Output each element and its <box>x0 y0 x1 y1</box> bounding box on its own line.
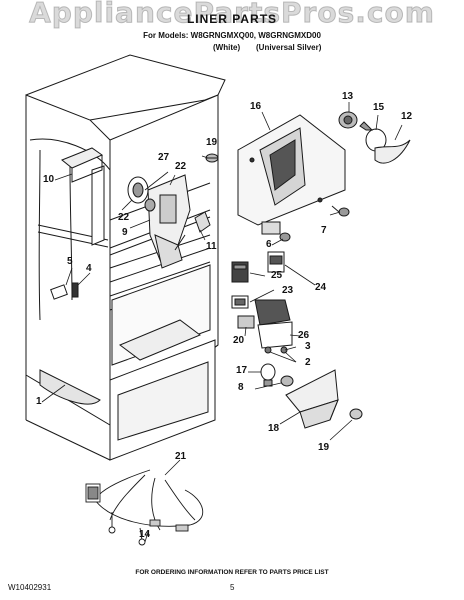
part-7-screw <box>331 205 350 217</box>
part-27-thermostat <box>127 176 156 212</box>
callout-4: 4 <box>86 263 92 274</box>
callout-22-bottom: 22 <box>118 212 130 223</box>
callout-13: 13 <box>342 91 354 102</box>
callout-2: 2 <box>305 357 311 368</box>
callout-25: 25 <box>271 270 283 281</box>
part-10-bracket <box>61 147 104 183</box>
callout-23: 23 <box>282 285 294 296</box>
callout-7: 7 <box>321 225 327 236</box>
part-26-assembly <box>254 299 293 354</box>
part-23-part <box>231 295 249 309</box>
callout-27: 27 <box>158 152 170 163</box>
callout-19-top: 19 <box>206 137 218 148</box>
part-18-tray <box>285 369 339 429</box>
model-numbers: For Models: W8GRNGMXQ00, W8GRNGMXD00 <box>143 31 321 40</box>
part-17-lamp <box>260 363 294 387</box>
callout-1: 1 <box>36 396 42 407</box>
page-number: 5 <box>230 583 235 592</box>
callout-20: 20 <box>233 335 245 346</box>
callout-22-top: 22 <box>175 161 187 172</box>
callout-15: 15 <box>373 102 385 113</box>
callout-9: 9 <box>122 227 128 238</box>
parts-13-15-12-light <box>338 111 411 164</box>
callout-12: 12 <box>401 111 413 122</box>
callout-3: 3 <box>305 341 311 352</box>
part-20-part <box>237 315 255 329</box>
part-4 <box>71 282 79 298</box>
page-title: LINER PARTS <box>186 12 278 26</box>
callout-26: 26 <box>298 330 310 341</box>
callout-10: 10 <box>43 174 55 185</box>
callout-14: 14 <box>139 529 151 540</box>
part-16-light-housing <box>237 114 346 235</box>
callout-18: 18 <box>268 423 280 434</box>
part-24-switch <box>267 251 285 273</box>
callout-5: 5 <box>67 256 73 267</box>
callout-19-bottom: 19 <box>318 442 330 453</box>
variant-silver-label: (Universal Silver) <box>256 43 322 52</box>
callout-24: 24 <box>315 282 327 293</box>
part-25-switch <box>231 261 249 283</box>
variant-white-label: (White) <box>213 43 241 52</box>
callout-8: 8 <box>238 382 244 393</box>
callout-21: 21 <box>175 451 187 462</box>
leader-lines <box>41 102 403 543</box>
callout-16: 16 <box>250 101 262 112</box>
watermark: AppliancePartsPros.com <box>29 0 435 30</box>
part-19-screw-bottom <box>349 408 363 420</box>
ordering-note: FOR ORDERING INFORMATION REFER TO PARTS … <box>135 569 329 576</box>
callout-11: 11 <box>206 241 217 252</box>
liner-body <box>25 54 226 461</box>
callout-6: 6 <box>266 239 272 250</box>
callout-17: 17 <box>236 365 248 376</box>
part-21-wire-harness <box>85 469 203 546</box>
part-11 <box>194 211 211 233</box>
document-code: W10402931 <box>8 583 52 592</box>
part-5 <box>50 284 68 300</box>
part-9-control-housing <box>147 174 191 269</box>
